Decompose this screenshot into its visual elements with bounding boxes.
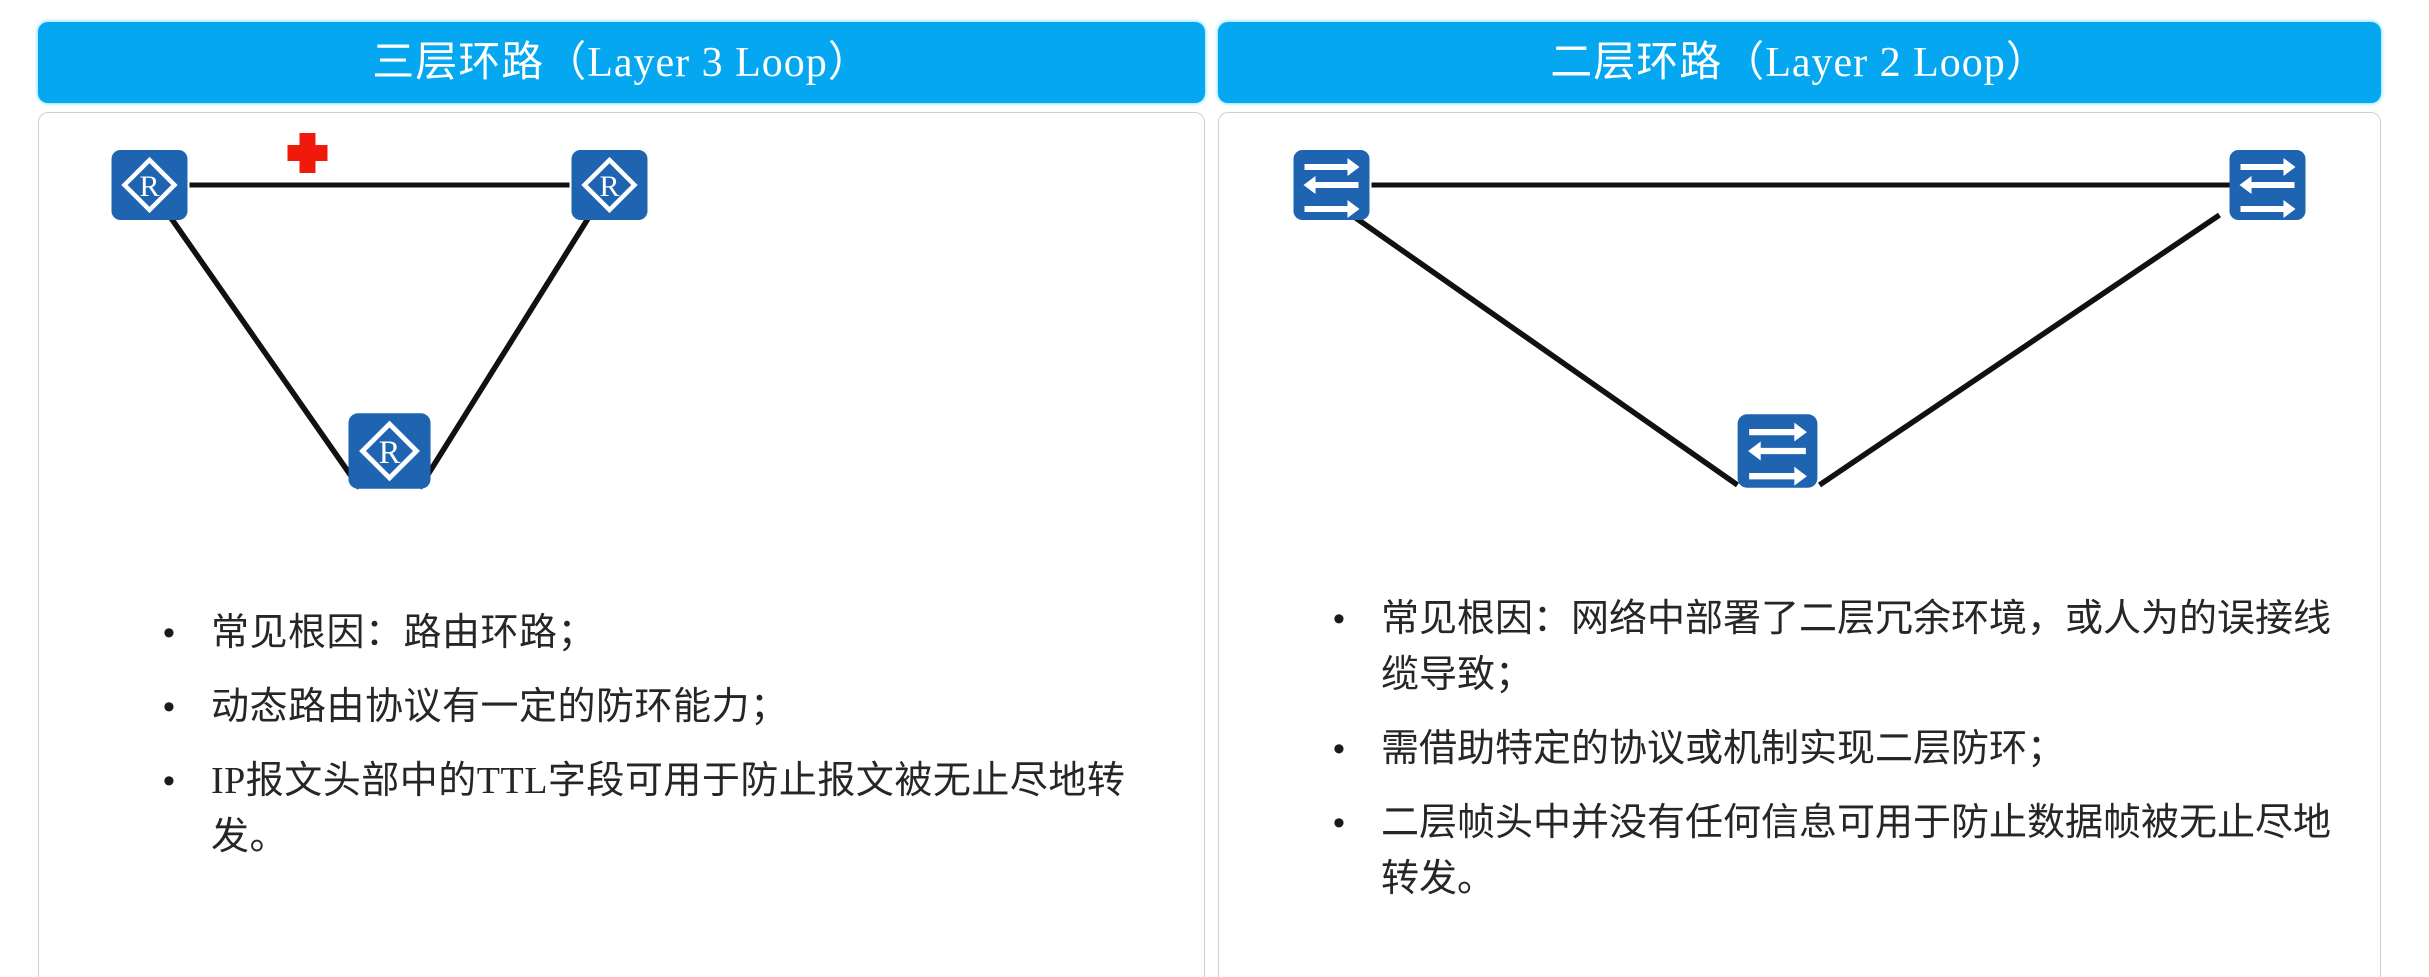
list-item: • 需借助特定的协议或机制实现二层防环； xyxy=(1329,721,2332,777)
diagram-layer3-topology: R xyxy=(39,113,1204,533)
list-item: • 二层帧头中并没有任何信息可用于防止数据帧被无止尽地转发。 xyxy=(1329,795,2332,907)
router-node-bottom[interactable] xyxy=(348,413,430,489)
bullet-marker: • xyxy=(1333,600,1345,638)
topology-links-layer2 xyxy=(1349,182,2230,488)
layer3-topology-svg: R xyxy=(39,133,1204,533)
bullet-text: 常见根因：网络中部署了二层冗余环境，或人为的误接线缆导致； xyxy=(1381,598,2332,696)
panel-header-layer3: 三层环路（Layer 3 Loop） xyxy=(38,22,1205,103)
link-right xyxy=(417,211,594,490)
panel-title-layer3: 三层环路（Layer 3 Loop） xyxy=(372,39,871,86)
bullet-marker: • xyxy=(163,614,175,652)
list-item: • IP报文头部中的TTL字段可用于防止报文被无止尽地转发。 xyxy=(159,753,1144,865)
bullet-text: 常见根因：路由环路； xyxy=(211,612,597,654)
bullet-text: 需借助特定的协议或机制实现二层防环； xyxy=(1381,728,2066,770)
switch-node-top-right[interactable] xyxy=(2229,150,2306,220)
bullet-text: IP报文头部中的TTL字段可用于防止报文被无止尽地转发。 xyxy=(211,760,1126,858)
diagram-layer2-topology xyxy=(1219,113,2380,533)
bullet-marker: • xyxy=(163,688,175,726)
list-item: • 常见根因：网络中部署了二层冗余环境，或人为的误接线缆导致； xyxy=(1329,591,2332,703)
bullet-marker: • xyxy=(1333,730,1345,768)
red-cross-marker xyxy=(287,133,328,173)
panel-layer3-loop: 三层环路（Layer 3 Loop） R xyxy=(38,22,1205,977)
switch-node-top-left[interactable] xyxy=(1293,150,1370,220)
link-right xyxy=(1817,212,2222,488)
list-item: • 动态路由协议有一定的防环能力； xyxy=(159,679,1144,735)
topology-links-layer3 xyxy=(165,182,594,490)
switch-node-bottom[interactable] xyxy=(1737,414,1818,488)
bullet-text: 二层帧头中并没有任何信息可用于防止数据帧被无止尽地转发。 xyxy=(1381,802,2332,900)
layer2-topology-svg xyxy=(1293,150,2306,488)
router-node-top-left[interactable] xyxy=(112,150,188,220)
panel-body-layer3: R xyxy=(38,112,1205,977)
link-left xyxy=(165,211,362,490)
bullet-text: 动态路由协议有一定的防环能力； xyxy=(211,686,789,728)
bullet-marker: • xyxy=(1333,804,1345,842)
panel-layer2-loop: 二层环路（Layer 2 Loop） xyxy=(1218,22,2381,977)
bullet-list-layer3: • 常见根因：路由环路； • 动态路由协议有一定的防环能力； • IP报文头部中… xyxy=(39,605,1204,883)
list-item: • 常见根因：路由环路； xyxy=(159,605,1144,661)
bullet-marker: • xyxy=(163,762,175,800)
panel-body-layer2: • 常见根因：网络中部署了二层冗余环境，或人为的误接线缆导致； • 需借助特定的… xyxy=(1218,112,2381,977)
bullet-list-layer2: • 常见根因：网络中部署了二层冗余环境，或人为的误接线缆导致； • 需借助特定的… xyxy=(1219,591,2380,925)
panel-title-layer2: 二层环路（Layer 2 Loop） xyxy=(1550,39,2049,86)
link-left xyxy=(1349,212,1740,488)
panel-header-layer2: 二层环路（Layer 2 Loop） xyxy=(1218,22,2381,103)
router-node-top-right[interactable] xyxy=(572,150,648,220)
